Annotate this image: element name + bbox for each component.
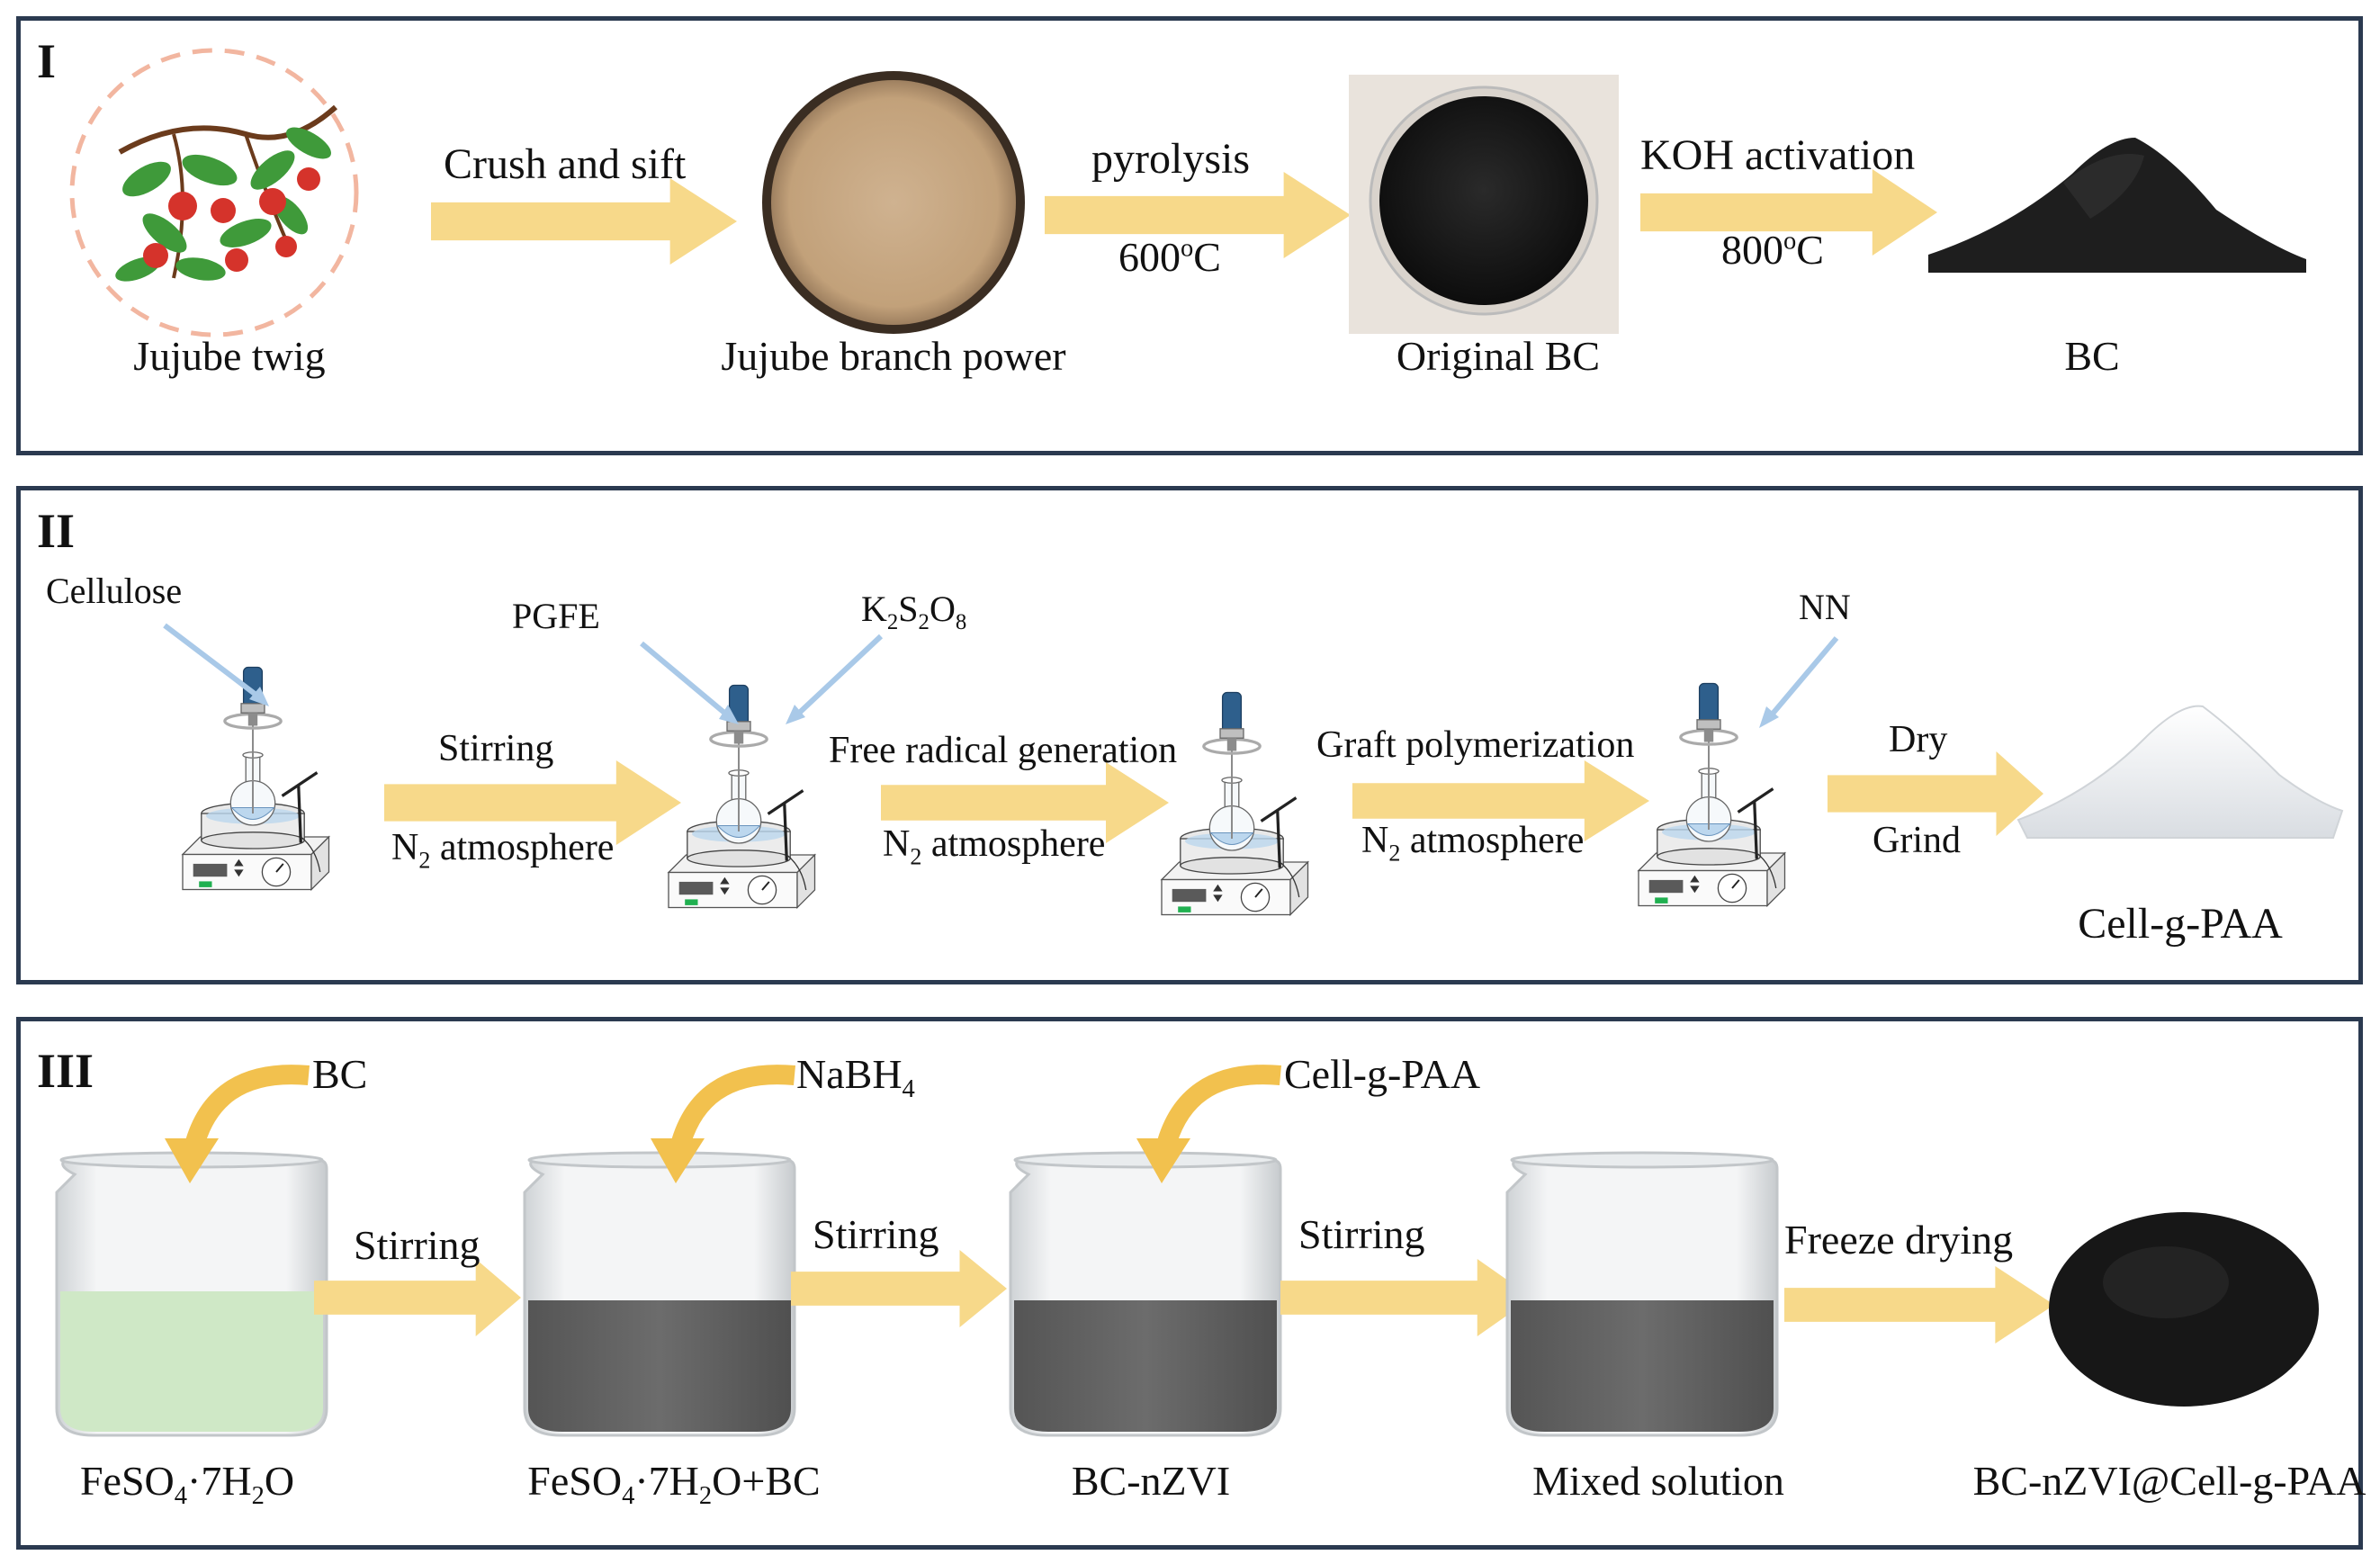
add-cell-label: Cell-g-PAA xyxy=(1284,1051,1481,1097)
beaker-bc-nzvi xyxy=(1009,1151,1282,1437)
panel-one-label: I xyxy=(37,34,57,88)
branch-powder-label: Jujube branch power xyxy=(721,333,1066,379)
step-pyrolysis-label: pyrolysis xyxy=(1091,135,1251,183)
step-n2-label-3: N2 atmosphere xyxy=(1361,820,1585,867)
nn-pointer xyxy=(1759,636,1839,728)
beaker-feso4-label: FeSO4·7H2O xyxy=(79,1458,295,1511)
jujube-twig-label: Jujube twig xyxy=(133,333,326,379)
curved-arrow-nabh4 xyxy=(651,1065,795,1183)
display-temp-3: 45oC xyxy=(1120,939,1163,963)
step-stirring-3-label: Stirring xyxy=(1298,1211,1425,1257)
display-temp-1: 75oC xyxy=(141,915,184,939)
original-bc-label: Original BC xyxy=(1396,333,1601,379)
beaker-mixed-label: Mixed solution xyxy=(1532,1458,1784,1504)
step-stirring-label: Stirring xyxy=(438,728,554,769)
final-product-label: BC-nZVI@Cell-g-PAA xyxy=(1972,1458,2367,1504)
arrow-crush xyxy=(431,178,737,265)
step-n2-label-2: N2 atmosphere xyxy=(883,823,1106,870)
beaker-feso4 xyxy=(55,1151,328,1437)
step-freeze-label: Freeze drying xyxy=(1784,1217,2014,1263)
bc-label: BC xyxy=(2064,333,2120,379)
add-bc-label: BC xyxy=(312,1051,368,1097)
arrow-freeze-drying xyxy=(1784,1266,2054,1344)
beaker-feso4-bc xyxy=(523,1151,796,1437)
step-koh-temp: 800oC xyxy=(1721,227,1824,273)
final-product-image xyxy=(2049,1212,2319,1407)
beaker-mixed xyxy=(1505,1151,1779,1437)
pgfe-pointer xyxy=(640,641,739,724)
cell-g-paa-label: Cell-g-PAA xyxy=(2078,900,2283,948)
nn-label: NN xyxy=(1799,587,1851,627)
step-graft-label: Graft polymerization xyxy=(1316,724,1635,766)
beaker-bc-nzvi-label: BC-nZVI xyxy=(1071,1458,1231,1504)
k2s2o8-pointer xyxy=(786,634,884,724)
curved-arrow-cell xyxy=(1136,1065,1281,1183)
arrow-stirring-3 xyxy=(1280,1259,1532,1336)
display-temp-4: 75oC xyxy=(1597,930,1640,954)
jujube-twig-image xyxy=(69,48,359,337)
step-stirring-1-label: Stirring xyxy=(354,1222,480,1268)
panel-one: I Jujube twig Crush and sif xyxy=(16,16,2363,455)
panel-three: III BC FeSO4·7H2O Stirring NaBH4 FeSO4·7… xyxy=(16,1017,2366,1550)
cellulose-pointer xyxy=(163,623,269,706)
beaker-feso4-bc-label: FeSO4·7H2O+BC xyxy=(527,1458,821,1511)
step-free-radical-label: Free radical generation xyxy=(829,730,1178,771)
panel-two: II Cellulose 75oC Stirring N2 atmosphere… xyxy=(16,486,2363,984)
cell-g-paa-powder-image xyxy=(2016,705,2344,839)
panel-two-label: II xyxy=(37,504,76,558)
step-pyrolysis-temp: 600oC xyxy=(1118,234,1221,280)
step-n2-label-1: N2 atmosphere xyxy=(391,827,615,874)
panel-three-label: III xyxy=(37,1044,94,1098)
pgfe-label: PGFE xyxy=(512,596,600,636)
step-dry-label: Dry xyxy=(1889,719,1948,760)
cellulose-label: Cellulose xyxy=(46,571,183,611)
add-nabh4-label: NaBH4 xyxy=(796,1051,915,1104)
curved-arrow-bc xyxy=(165,1065,310,1183)
display-temp-2: 45oC xyxy=(627,933,670,957)
step-grind-label: Grind xyxy=(1873,820,1961,861)
step-koh-label: KOH activation xyxy=(1640,131,1916,179)
arrow-stirring-2 xyxy=(791,1250,1007,1327)
bc-powder-image xyxy=(1928,138,2306,273)
original-bc-image xyxy=(1349,75,1619,334)
branch-powder-image xyxy=(762,71,1025,334)
stirrer-setup-3 xyxy=(1160,690,1310,917)
step-stirring-2-label: Stirring xyxy=(813,1211,939,1257)
step-crush-label: Crush and sift xyxy=(444,140,687,188)
k2s2o8-label: K2S2O8 xyxy=(861,589,967,634)
arrow-stirring-1 xyxy=(314,1259,521,1336)
